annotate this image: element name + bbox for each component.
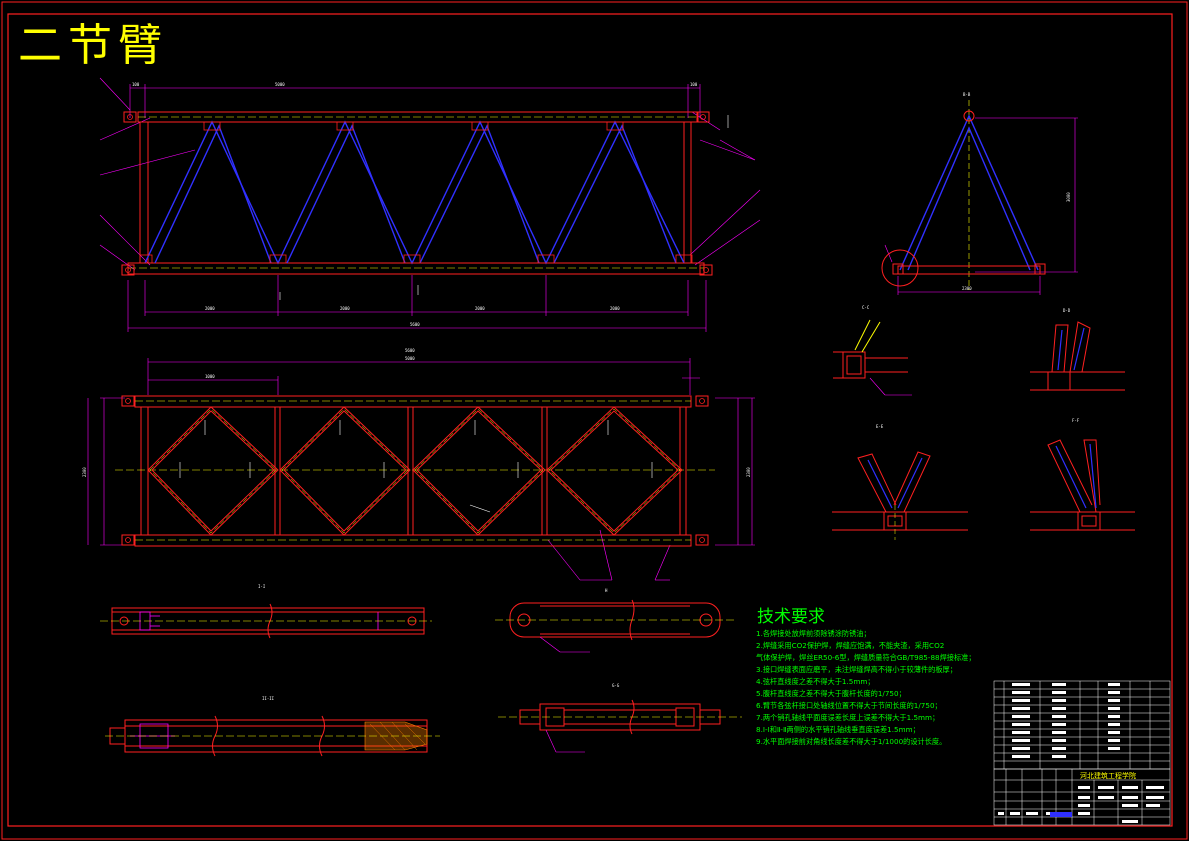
tech-item: 气体保护焊，焊丝ER50-6型，焊缝质量符合GB/T985-88焊接标准； — [756, 653, 976, 662]
svg-text:E-E: E-E — [876, 424, 884, 429]
svg-text:5600: 5600 — [405, 348, 415, 353]
tech-item: 8.Ⅰ-Ⅰ和Ⅱ-Ⅱ两侧的水平销孔轴线垂直度误差1.5mm； — [756, 725, 920, 734]
svg-text:100: 100 — [132, 82, 140, 87]
svg-text:I-I: I-I — [258, 584, 266, 589]
svg-text:F-F: F-F — [1072, 418, 1080, 423]
tech-item: 2.焊缝采用CO2保护焊，焊缝应饱满，不能夹渣，采用CO2 — [756, 641, 944, 650]
tech-item: 3.接口焊缝表面应磨平，未注焊缝焊高不得小于较薄件的板厚； — [756, 665, 957, 674]
tech-requirements-heading: 技术要求 — [757, 607, 825, 627]
svg-text:H: H — [605, 588, 608, 593]
drawing-title: 二节臂 — [18, 20, 168, 71]
svg-text:1000: 1000 — [205, 374, 215, 379]
svg-text:5600: 5600 — [410, 322, 420, 327]
svg-text:2000: 2000 — [205, 306, 215, 311]
svg-text:100: 100 — [690, 82, 698, 87]
chord-part-views: I-I H — [100, 584, 742, 757]
technical-requirements: 技术要求 1.各焊接处放焊前须除锈涂防锈油； 2.焊缝采用CO2保护焊，焊缝应饱… — [756, 607, 976, 746]
tech-item: 4.弦杆直线度之差不得大于1.5mm； — [756, 677, 875, 686]
svg-text:5000: 5000 — [405, 356, 415, 361]
svg-text:2300: 2300 — [962, 286, 972, 291]
svg-text:2000: 2000 — [475, 306, 485, 311]
svg-text:D-D: D-D — [1063, 308, 1071, 313]
svg-text:2300: 2300 — [82, 467, 87, 477]
svg-text:C-C: C-C — [862, 305, 870, 310]
svg-text:2000: 2000 — [610, 306, 620, 311]
svg-text:5000: 5000 — [275, 82, 285, 87]
svg-text:B-B: B-B — [963, 92, 971, 97]
tech-item: 1.各焊接处放焊前须除锈涂防锈油； — [756, 629, 871, 638]
title-block-school: 河北建筑工程学院 — [1080, 771, 1136, 780]
tech-item: 6.臂节各弦杆接口处轴线位置不得大于节间长度的1/750； — [756, 701, 942, 710]
tech-item: 7.两个销孔轴线平面度误差长度上误差不得大于1.5mm； — [756, 713, 939, 722]
svg-text:II-II: II-II — [262, 696, 275, 701]
tech-item: 5.腹杆直线度之差不得大于腹杆长度的1/750； — [756, 689, 906, 698]
inner-border — [7, 13, 1173, 827]
section-details: C-C D-D — [832, 305, 1135, 540]
end-view-triangle: 3000 2300 B-B — [881, 92, 1078, 295]
title-block: 河北建筑工程学院 — [993, 768, 1171, 826]
top-view-plan: 5600 5000 1000 2300 2300 — [82, 348, 755, 581]
tech-item: 9.水平面焊接前对角线长度差不得大于1/1000的设计长度。 — [756, 737, 946, 746]
svg-text:G-G: G-G — [612, 683, 620, 688]
parts-list-table — [993, 680, 1171, 770]
svg-text:2300: 2300 — [746, 467, 751, 477]
svg-text:3000: 3000 — [1066, 192, 1071, 202]
front-view-truss: 100 5000 100 2000 2000 2000 2000 5600 — [99, 77, 761, 332]
svg-text:2000: 2000 — [340, 306, 350, 311]
